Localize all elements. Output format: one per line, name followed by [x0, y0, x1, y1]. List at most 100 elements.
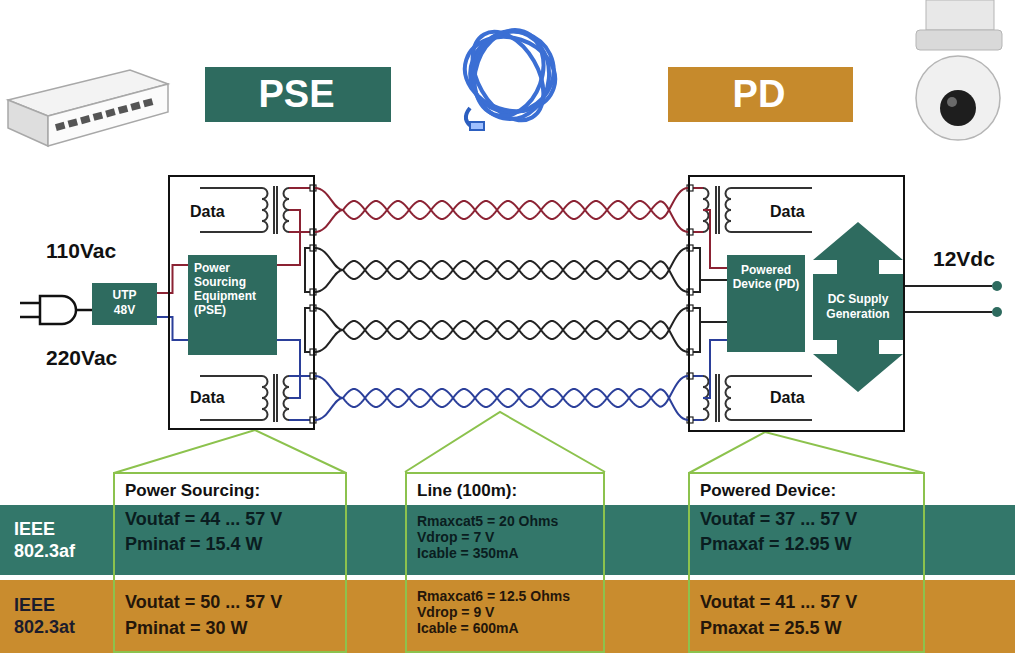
twisted-pair: [315, 248, 688, 292]
label-text: Pminat = 30 W: [125, 618, 339, 639]
pair-wire: [315, 261, 688, 292]
switch-illustration-part-part: [118, 105, 129, 114]
label-text: Line (100m):: [417, 481, 597, 501]
pse-transformer-part: [305, 248, 313, 352]
twisted-pair: [315, 308, 688, 352]
callout-leader: [689, 432, 924, 473]
pd-transformer-part: [716, 374, 719, 422]
connector-terminals: [310, 185, 693, 423]
switch-illustration-part-part: [105, 108, 116, 117]
switch-illustration-part-part: [80, 115, 91, 124]
pd-transformer-part: [703, 340, 727, 398]
label-text: Pmaxaf = 12.95 W: [700, 534, 917, 555]
pd-transformer-part: [690, 376, 703, 420]
label-text: Power Sourcing Equipment (PSE): [194, 261, 272, 317]
label-text: IEEE 802.3at: [14, 594, 94, 638]
double-arrow-shape: [813, 222, 903, 392]
pd-transformer-part: [716, 186, 719, 234]
callout-box: Line (100m): Rmaxcat5 = 20 OhmsVdrop = 7 …: [405, 472, 605, 653]
dc-output-part: [992, 281, 1002, 291]
pd-housing: DataDataPowered Device (PD)DC Supply Gen…: [688, 175, 905, 432]
line-leader-part: [405, 412, 605, 472]
label-text: Powered Device:: [700, 481, 917, 501]
pse-housing: DataDataPower Sourcing Equipment (PSE): [168, 175, 315, 430]
label-text: Rmaxcat6 = 12.5 Ohms: [417, 588, 597, 604]
callout-leader: [114, 430, 346, 473]
label-text: UTP 48V: [106, 288, 143, 318]
label-text: Voutat = 50 ... 57 V: [125, 592, 339, 613]
label-text: Voutaf = 44 ... 57 V: [125, 509, 339, 530]
switch-illustration-part-part: [93, 112, 104, 121]
label-text: Vdrop = 7 V: [417, 529, 597, 545]
callout-leader: [114, 430, 346, 473]
switch-illustration-part-part: [130, 102, 141, 111]
dc-supply-arrow: DC Supply Generation: [813, 222, 903, 392]
utp-supply-box: UTP 48V: [92, 283, 157, 325]
label-text: Rmaxcat5 = 20 Ohms: [417, 513, 597, 529]
power-wires: [157, 265, 188, 293]
pair-wire: [315, 389, 688, 420]
pse-transformer-part: [284, 188, 290, 232]
cable-illustration-part: [470, 122, 484, 130]
dc-output-part: [992, 307, 1002, 317]
camera-illustration-part: [916, 56, 1000, 140]
camera-illustration-part: [947, 97, 957, 107]
line-leader: [405, 412, 605, 472]
switch-illustration-part-part: [55, 122, 66, 131]
label-text: IEEE 802.3af: [14, 518, 94, 562]
label-text: 12Vdc: [933, 246, 1009, 271]
label-text: Icable = 600mA: [417, 620, 597, 636]
power-plug-part: [20, 303, 40, 317]
switch-illustration-part-part: [68, 118, 79, 127]
switch-illustration-part: [48, 84, 168, 146]
pd-transformer-part: [726, 376, 732, 420]
callout-leader: [689, 432, 924, 473]
label-text: Icable = 350mA: [417, 545, 597, 561]
switch-illustration: [8, 70, 168, 146]
label-text: Powered Device (PD): [731, 263, 801, 291]
power-plug: [20, 296, 92, 324]
twisted-pair: [315, 376, 688, 420]
cable-illustration-part: [463, 20, 555, 125]
pair-wire: [315, 321, 688, 352]
label-text: Voutaf = 37 ... 57 V: [700, 509, 917, 530]
twisted-pair: [315, 188, 688, 232]
label-text: 220Vac: [46, 345, 136, 370]
label-text: Vdrop = 9 V: [417, 604, 597, 620]
label-text: PD: [668, 72, 850, 116]
pair-wire: [315, 201, 688, 232]
label-text: Data: [770, 202, 830, 221]
camera-illustration-part: [940, 90, 976, 126]
cable-illustration-part: [455, 26, 565, 123]
pd-controller-box: Powered Device (PD): [727, 255, 805, 352]
pse-transformer-part: [277, 340, 300, 398]
callout-box: Power Sourcing:Voutaf = 44 ... 57 VPmina…: [113, 472, 347, 653]
switch-illustration-part-part: [143, 98, 154, 107]
pd-transformer: [690, 186, 812, 422]
pd-transformer-part: [690, 248, 727, 352]
label-text: Pmaxat = 25.5 W: [700, 618, 917, 639]
power-wires: [157, 317, 188, 340]
pse-header: PSE: [205, 67, 391, 122]
dc-output-part: [905, 286, 992, 312]
label-text: Data: [190, 388, 250, 407]
pse-transformer-part: [277, 210, 300, 265]
label-text: Voutat = 41 ... 57 V: [700, 592, 917, 613]
switch-illustration-part: [55, 98, 153, 131]
pse-controller-box: Power Sourcing Equipment (PSE): [188, 255, 277, 355]
dc-output: [905, 281, 1002, 317]
pse-transformer-part: [262, 376, 268, 420]
power-plug-part: [76, 309, 92, 312]
label-text: Data: [190, 202, 250, 221]
pse-transformer-part: [284, 376, 290, 420]
camera-illustration-part: [926, 0, 994, 30]
label-text: Pminaf = 15.4 W: [125, 534, 339, 555]
power-wires: [157, 265, 188, 340]
cable-illustration-part: [458, 19, 558, 132]
camera-illustration-part: [916, 30, 1002, 50]
label-text: 110Vac: [46, 238, 136, 263]
label-text: DC Supply Generation: [816, 292, 900, 322]
camera-illustration: [916, 0, 1002, 140]
callout-box: Powered Device: Voutaf = 37 ... 57 V Pmaxa…: [688, 472, 925, 653]
